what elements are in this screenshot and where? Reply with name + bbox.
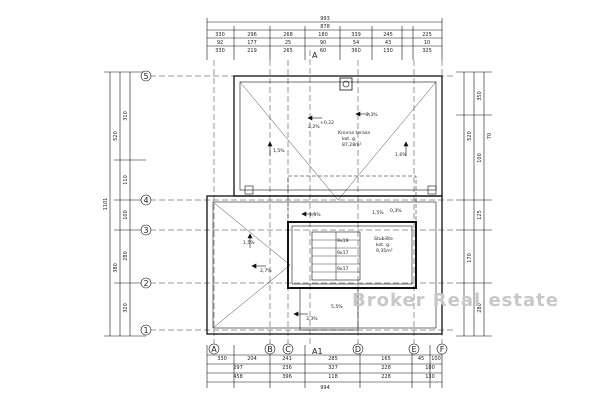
dim-bottom-b-4: 100 xyxy=(425,365,435,371)
dim-bottom-a-4: 165 xyxy=(381,356,391,362)
dim-bottom-c-1: 396 xyxy=(282,374,292,380)
dim-left-lower-0: 280 xyxy=(123,251,129,261)
dim-top-a-1: 296 xyxy=(247,32,257,38)
section-mark-bottom: A1 xyxy=(312,347,323,356)
section-mark-top: A xyxy=(312,51,318,60)
grid-col-label: F xyxy=(440,345,445,354)
dim-bottom-b-3: 228 xyxy=(381,365,391,371)
dim-bottom-c-0: 458 xyxy=(233,374,243,380)
dim-left-total: 1101 xyxy=(103,198,109,211)
dim-left-lower-2: 320 xyxy=(123,303,129,313)
grid-row-label: 2 xyxy=(143,279,148,288)
dim-top-c-6: 325 xyxy=(422,48,432,54)
grid-row-label: 4 xyxy=(143,196,148,205)
stair-label: 9x19 xyxy=(337,238,349,244)
grid-col-label: A xyxy=(211,345,217,354)
room-name-roof-terrace: Krovna terasa xyxy=(338,130,370,136)
dim-right-upper: 520 xyxy=(467,131,473,141)
grid-row-label: 5 xyxy=(143,72,148,81)
slope-label: 5,5% xyxy=(331,304,343,310)
dim-top-c-0: 330 xyxy=(215,48,225,54)
slope-label: 1,6% xyxy=(395,152,407,158)
dim-right-upper-0: 350 xyxy=(477,91,483,101)
dim-bottom-a-6: 100 xyxy=(431,356,441,362)
dim-top-b-0: 92 xyxy=(217,40,223,46)
grid-row-label: 3 xyxy=(143,226,148,235)
slope-label: 1,5% xyxy=(273,148,285,154)
dim-top-c-1: 219 xyxy=(247,48,257,54)
grid-col-label: B xyxy=(267,345,273,354)
grid-col-label: C xyxy=(285,345,291,354)
dim-top-b-4: 54 xyxy=(353,40,359,46)
dim-left-upper: 520 xyxy=(113,131,119,141)
dim-right-upper-1: 100 xyxy=(477,153,483,163)
dim-top-c-5: 130 xyxy=(383,48,393,54)
dim-bottom-c-4: 130 xyxy=(425,374,435,380)
dim-bottom-c-3: 228 xyxy=(381,374,391,380)
dim-top-c-2: 265 xyxy=(283,48,293,54)
dim-top-a-5: 245 xyxy=(383,32,393,38)
dim-top-a-6: 225 xyxy=(422,32,432,38)
dim-bottom-b-2: 327 xyxy=(328,365,338,371)
dim-top-b-5: 43 xyxy=(385,40,391,46)
grid-col-label: D xyxy=(355,345,361,354)
stair-label: 9x17 xyxy=(337,250,349,256)
slope-label: 2,2% xyxy=(308,124,320,130)
room-area-roof-terrace: 87,28m² xyxy=(342,142,362,148)
slope-label: 2,7% xyxy=(260,268,272,274)
dim-top-c-4: 360 xyxy=(351,48,361,54)
dim-top-a-0: 330 xyxy=(215,32,225,38)
slope-label: 1,5% xyxy=(309,212,321,218)
room-level-stairwell: kot. g. xyxy=(376,242,390,248)
dim-total-top: 993 xyxy=(320,16,330,22)
stair-label: 9x17 xyxy=(337,266,349,272)
room-area-stairwell: 9,35m² xyxy=(376,248,393,254)
slope-label: 2,3% xyxy=(366,112,378,118)
dim-top-b-3: 90 xyxy=(320,40,326,46)
dim-bottom-a-3: 285 xyxy=(328,356,338,362)
slope-label: 1,5% xyxy=(243,240,255,246)
grid-row-label: 1 xyxy=(143,326,148,335)
slope-label: 1,5% xyxy=(372,210,384,216)
dim-total-bottom: 994 xyxy=(320,385,330,391)
room-name-stairwell: Stubište xyxy=(374,235,393,242)
dim-right-lower-2: 280 xyxy=(477,303,483,313)
dim-bottom-a-5: 45 xyxy=(418,356,424,362)
dim-top-a-4: 339 xyxy=(351,32,361,38)
dim-right-lower-0: 125 xyxy=(477,210,483,220)
dim-left-lower-1: 380 xyxy=(113,263,119,273)
dim-bottom-b-1: 236 xyxy=(282,365,292,371)
dim-left-upper-1: 110 xyxy=(123,175,129,185)
dim-top-b-1: 177 xyxy=(247,40,257,46)
dim-bottom-a-0: 330 xyxy=(217,356,227,362)
dim-right-upper-2: 70 xyxy=(487,133,493,139)
dim-subtotal-top: 878 xyxy=(320,24,330,30)
dim-bottom-a-2: 241 xyxy=(282,356,292,362)
dim-top-c-3: 60 xyxy=(320,48,326,54)
room-level-roof-terrace: kot. g. xyxy=(342,136,356,142)
dim-bottom-c-2: 118 xyxy=(328,374,338,380)
slope-label: 3,3% xyxy=(306,316,318,322)
level-mark: +0.22 xyxy=(320,120,334,126)
watermark-text: Broker Real estate xyxy=(352,290,559,311)
dim-top-b-6: 10 xyxy=(424,40,430,46)
dim-top-a-3: 180 xyxy=(318,32,328,38)
slope-label: 0,3% xyxy=(390,208,402,214)
dim-right-lower-1: 170 xyxy=(467,253,473,263)
dim-left-upper-2: 100 xyxy=(123,210,129,220)
dim-left-upper-0: 310 xyxy=(123,111,129,121)
grid-col-label: E xyxy=(411,345,416,354)
dim-top-a-2: 268 xyxy=(283,32,293,38)
dim-bottom-b-0: 297 xyxy=(233,365,243,371)
dim-top-b-2: 25 xyxy=(285,40,291,46)
dim-bottom-a-1: 204 xyxy=(247,356,257,362)
